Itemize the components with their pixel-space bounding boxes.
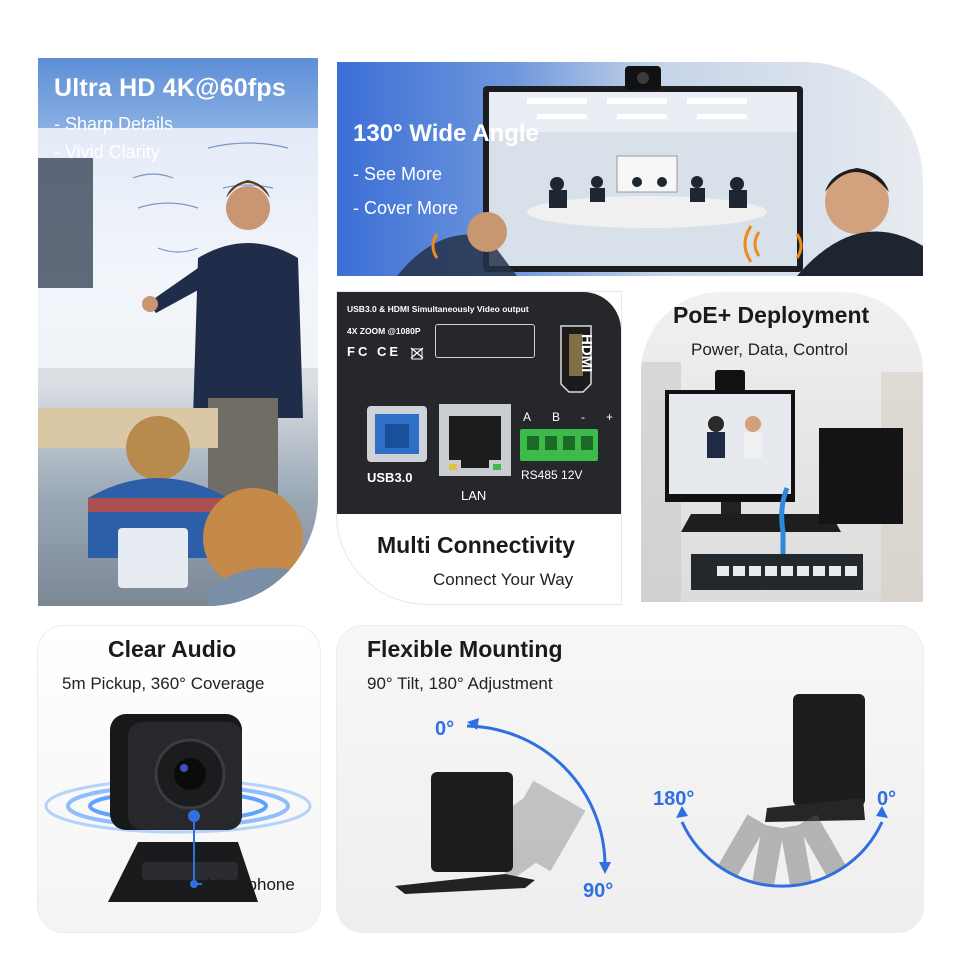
usb-port-icon [367,406,427,462]
tilt-start-label: 0° [435,718,455,740]
bullet-vivid-clarity: - Vivid Clarity [54,142,160,162]
panel-subtitle: 5m Pickup, 360° Coverage [62,674,265,693]
bullet-cover-more: - Cover More [353,198,459,218]
weee-icon [410,347,424,360]
audio-panel: Clear Audio 5m Pickup, 360° Coverage Mic… [38,626,320,932]
bullet-sharp-details: - Sharp Details [54,114,174,134]
panel-title: Flexible Mounting [367,636,563,662]
label-plate [435,324,535,358]
panel-title: 130° Wide Angle [353,120,539,147]
pin-a: A [523,410,532,424]
hdmi-icon [560,325,592,393]
output-header: USB3.0 & HDMI Simultaneously Video outpu… [347,304,529,314]
usb-label: USB3.0 [367,470,413,485]
terminal-label: RS485 12V [521,468,583,482]
pan-right-label: 0° [877,788,897,810]
panel-subtitle: 90° Tilt, 180° Adjustment [367,674,553,693]
microphone-icon [188,810,202,888]
lan-port-icon [439,404,511,476]
poe-scene [641,362,923,602]
classroom-scene [38,128,318,606]
poe-panel: PoE+ Deployment Power, Data, Control [641,292,923,602]
panel-title: Ultra HD 4K@60fps [54,74,287,102]
connectivity-panel: USB3.0 & HDMI Simultaneously Video outpu… [337,292,621,604]
webcam-microphone-scene [44,714,312,902]
hdmi-label: HDMI [578,334,595,373]
lan-label: LAN [461,488,487,503]
mounting-panel: Flexible Mounting 90° Tilt, 180° Adjustm… [337,626,923,932]
cert-marks: FC CE [347,344,401,359]
panel-subtitle: Connect Your Way [433,570,574,589]
webcam-icon [108,714,258,902]
pin-minus: - [581,410,585,424]
zoom-spec: 4X ZOOM @1080P [347,326,421,336]
ultra-hd-panel: Ultra HD 4K@60fps - Sharp Details - Vivi… [38,58,318,606]
bullet-see-more: - See More [353,164,443,184]
tilt-end-label: 90° [583,880,614,902]
microphone-callout: Microphone [206,875,295,894]
wide-angle-panel: 130° Wide Angle - See More - Cover More [337,62,923,276]
panel-title: Multi Connectivity [377,532,576,558]
pin-b: B [552,410,561,424]
panel-subtitle: Power, Data, Control [691,340,848,359]
conference-scene [397,66,923,276]
pin-plus: + [605,410,613,424]
panel-title: PoE+ Deployment [673,302,870,328]
terminal-block-icon [520,429,598,461]
panel-title: Clear Audio [108,636,237,662]
pan-left-label: 180° [653,788,695,810]
camera-rear-panel: USB3.0 & HDMI Simultaneously Video outpu… [337,292,621,514]
mounting-scene [395,694,888,894]
terminal-pins: A B - + [523,410,613,424]
